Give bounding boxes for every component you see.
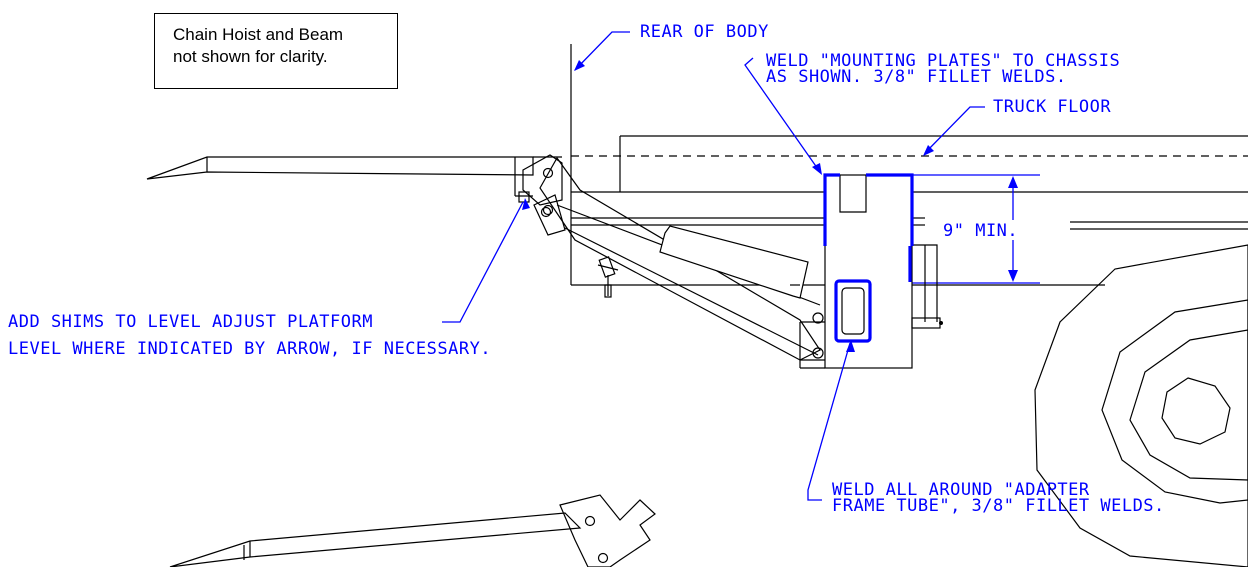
weld-lines bbox=[823, 173, 914, 343]
lower-platform bbox=[169, 494, 656, 567]
note-line-2: not shown for clarity. bbox=[173, 47, 328, 66]
label-shims-line2: LEVEL WHERE INDICATED BY ARROW, IF NECES… bbox=[8, 339, 491, 359]
label-shims-line1: ADD SHIMS TO LEVEL ADJUST PLATFORM bbox=[8, 312, 373, 332]
label-rear-of-body: REAR OF BODY bbox=[640, 22, 769, 42]
leader-lines bbox=[442, 31, 985, 501]
label-mounting-plates-line1: WELD "MOUNTING PLATES" TO CHASSIS bbox=[766, 51, 1120, 71]
lift-arms bbox=[533, 156, 821, 361]
label-mounting-plates-line2: AS SHOWN. 3/8" FILLET WELDS. bbox=[766, 67, 1067, 87]
dimension-9in bbox=[912, 174, 1040, 284]
note-box: Chain Hoist and Beam not shown for clari… bbox=[154, 13, 398, 89]
note-line-1: Chain Hoist and Beam bbox=[173, 25, 344, 44]
label-truck-floor: TRUCK FLOOR bbox=[993, 97, 1111, 117]
upper-platform bbox=[146, 154, 563, 216]
label-adapter-line2: FRAME TUBE", 3/8" FILLET WELDS. bbox=[832, 496, 1165, 516]
label-adapter-line1: WELD ALL AROUND "ADAPTER bbox=[832, 480, 1090, 500]
wheel bbox=[1034, 244, 1248, 567]
label-dimension-9in: 9" MIN. bbox=[943, 221, 1018, 241]
mounting-plate bbox=[799, 174, 943, 369]
